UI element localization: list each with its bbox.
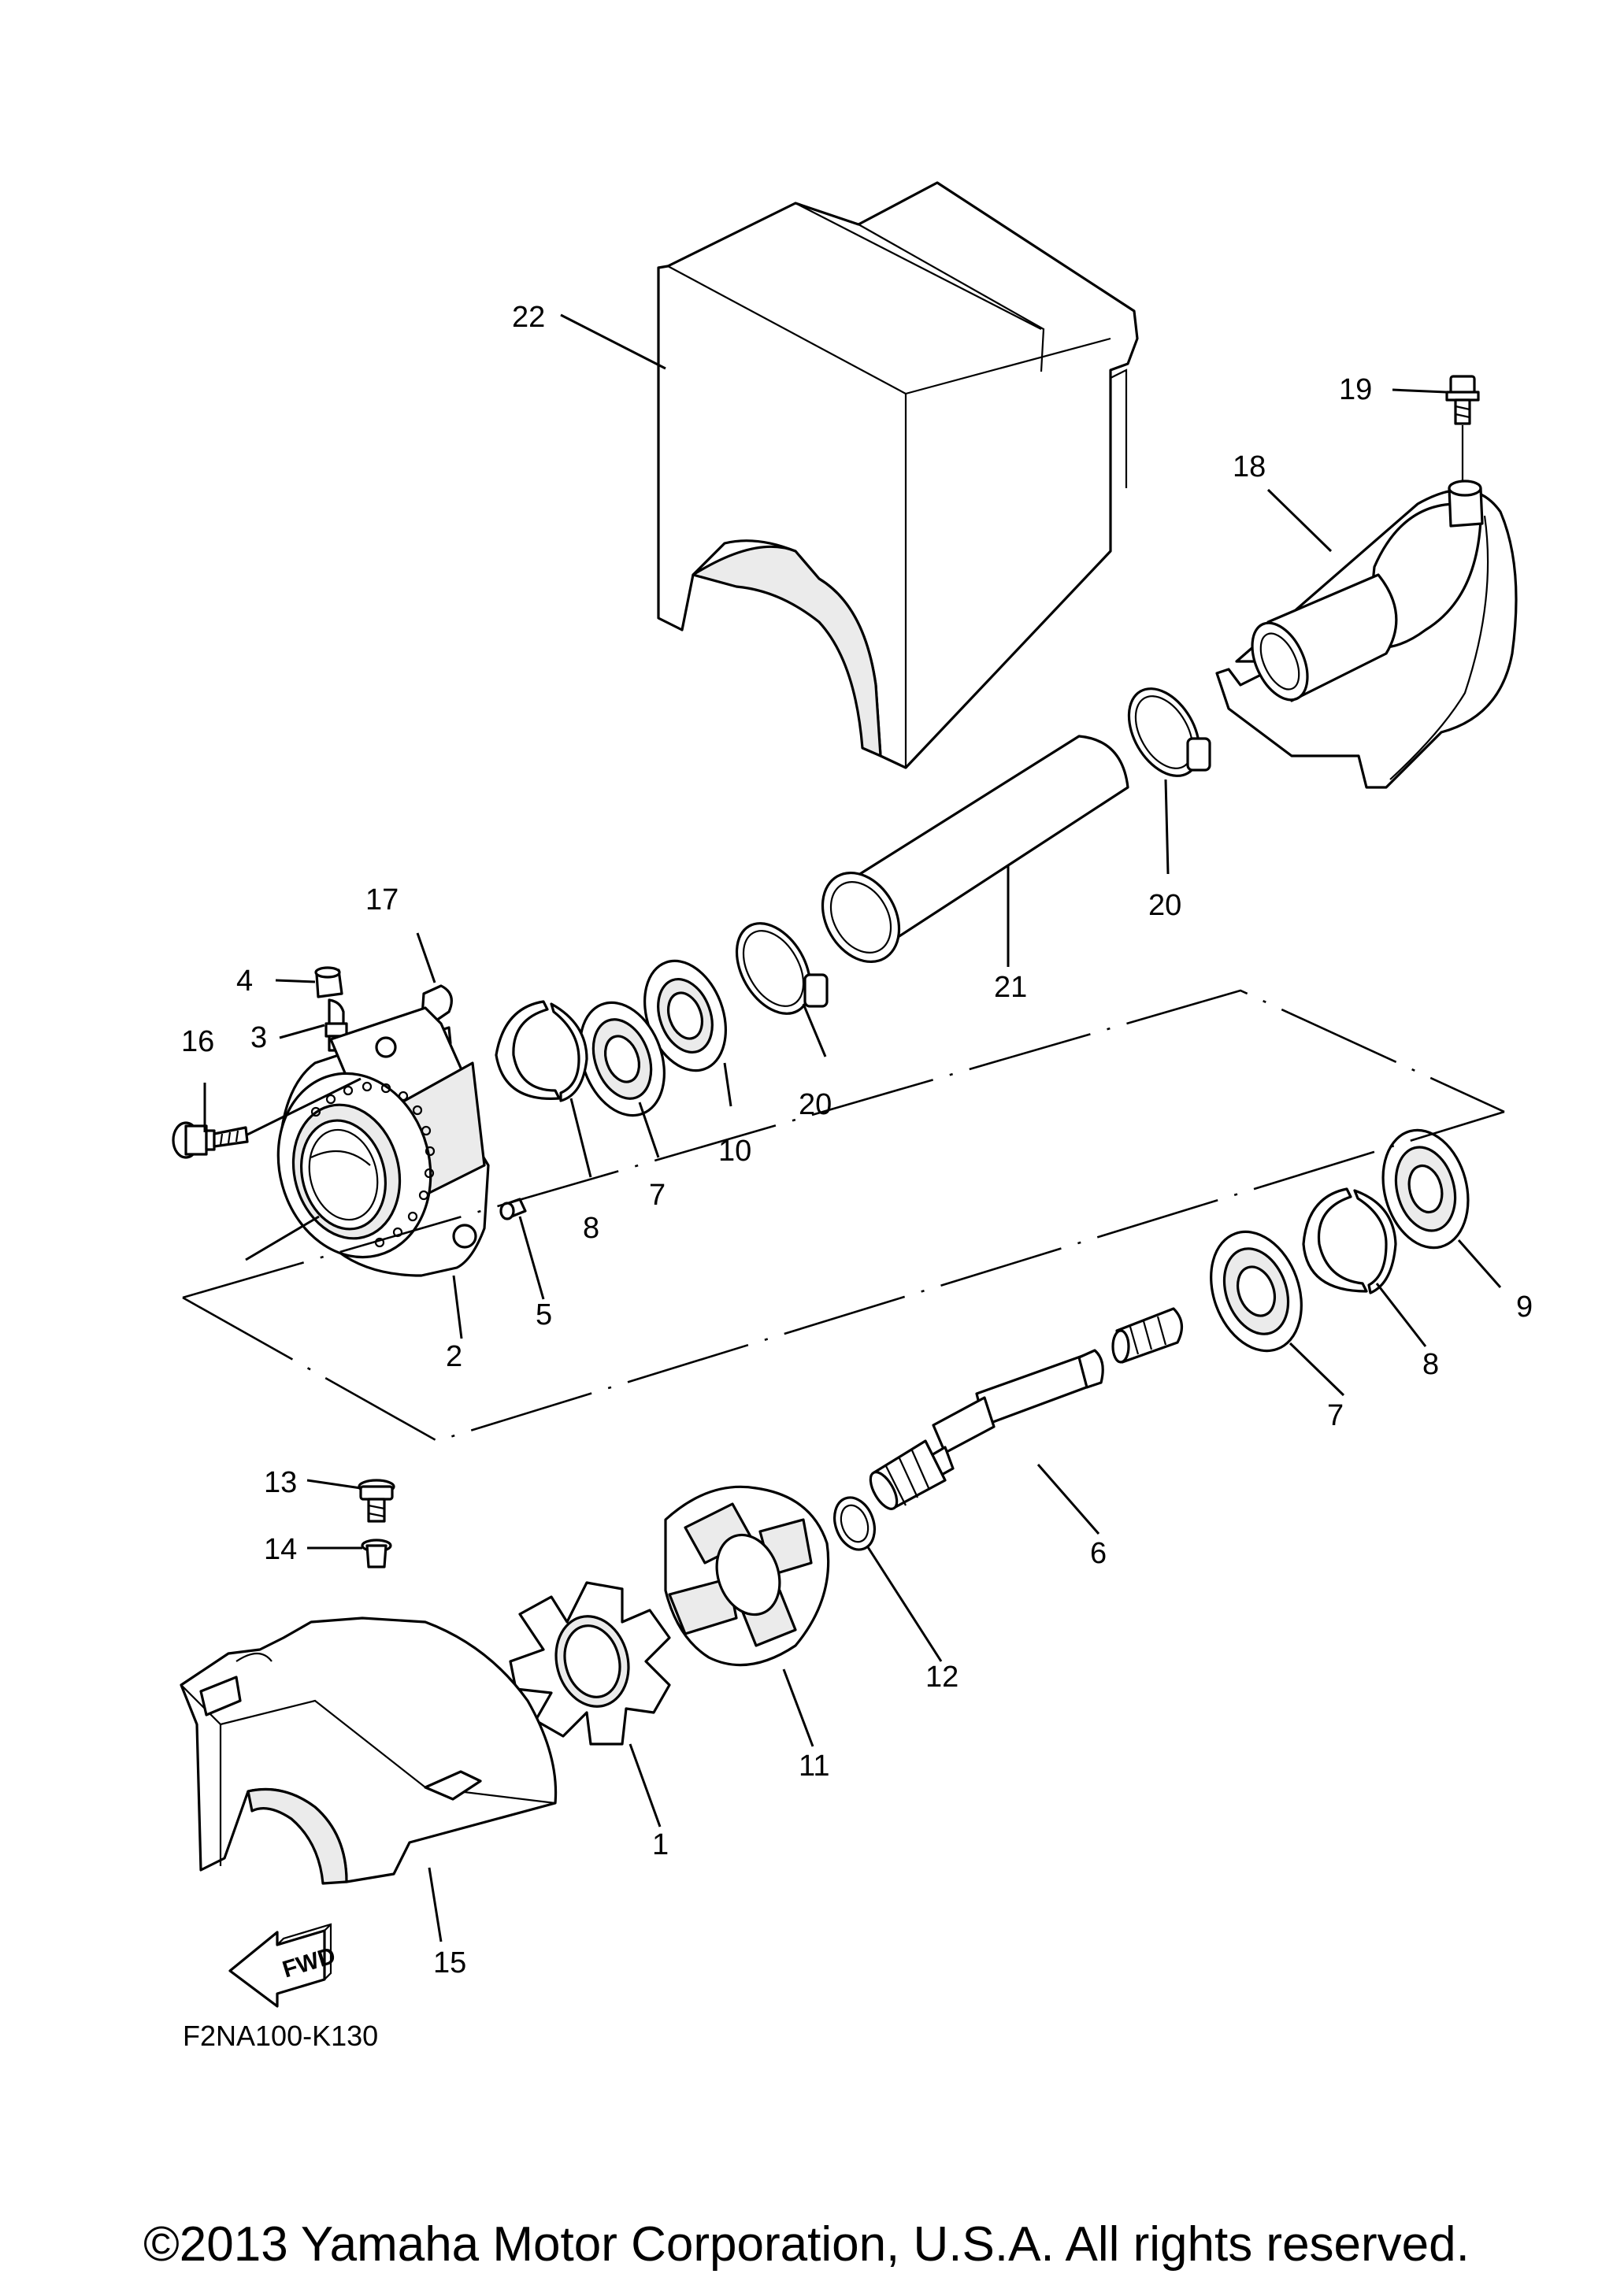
callout-4: 4 bbox=[236, 965, 253, 998]
callout-17: 17 bbox=[365, 883, 399, 917]
part-13-bolt bbox=[358, 1479, 395, 1523]
part-16-bolt bbox=[172, 1121, 249, 1159]
callout-1: 1 bbox=[652, 1828, 669, 1861]
callout-18: 18 bbox=[1233, 450, 1266, 483]
callout-2: 2 bbox=[446, 1340, 462, 1373]
callout-8-upper: 8 bbox=[583, 1212, 599, 1245]
part-11-coupling bbox=[664, 1485, 830, 1667]
callout-21: 21 bbox=[994, 971, 1027, 1004]
callout-20-upper: 20 bbox=[1148, 889, 1181, 922]
part-4-cap bbox=[314, 966, 343, 998]
callout-11: 11 bbox=[799, 1750, 829, 1783]
part-22-cover bbox=[657, 181, 1139, 769]
callout-8-lower: 8 bbox=[1422, 1348, 1439, 1381]
callout-7-lower: 7 bbox=[1327, 1399, 1344, 1432]
part-8-circlip-upper bbox=[495, 1000, 588, 1102]
alignment-lines bbox=[182, 989, 1505, 1442]
callout-20-lower: 20 bbox=[799, 1088, 832, 1121]
part-12-spacer bbox=[833, 1496, 876, 1551]
callouts: 22 19 18 20 21 20 17 4 3 16 10 7 8 5 2 9… bbox=[181, 301, 1533, 1979]
callout-6: 6 bbox=[1090, 1537, 1107, 1570]
callout-10: 10 bbox=[718, 1135, 751, 1168]
copyright-notice: ©2013 Yamaha Motor Corporation, U.S.A. A… bbox=[143, 2217, 1470, 2272]
callout-22: 22 bbox=[512, 301, 545, 334]
part-15-coupling-cover bbox=[180, 1616, 558, 1885]
fwd-arrow-icon: FWD bbox=[228, 1923, 339, 2008]
part-7-bearing-lower bbox=[1210, 1230, 1303, 1353]
part-18-nozzle bbox=[1215, 480, 1518, 789]
part-14-collar bbox=[361, 1539, 392, 1568]
callout-5: 5 bbox=[536, 1298, 552, 1331]
part-6-drive-shaft bbox=[869, 1307, 1183, 1510]
drawing-code: F2NA100-K130 bbox=[183, 2020, 378, 2052]
callout-7-upper: 7 bbox=[649, 1179, 666, 1212]
callout-15: 15 bbox=[433, 1946, 466, 1979]
leader-lines bbox=[203, 313, 1502, 1942]
part-8-circlip-lower bbox=[1302, 1187, 1397, 1294]
callout-3: 3 bbox=[250, 1021, 267, 1054]
callout-14: 14 bbox=[264, 1533, 297, 1566]
part-1-damper bbox=[509, 1581, 671, 1746]
part-21-hose bbox=[821, 735, 1129, 964]
part-10-oil-seal bbox=[643, 959, 727, 1072]
part-2-housing bbox=[276, 1006, 490, 1277]
callout-12: 12 bbox=[925, 1661, 959, 1694]
part-7-bearing-upper bbox=[579, 1001, 666, 1117]
part-20-clamp-lower bbox=[735, 922, 829, 1015]
callout-13: 13 bbox=[264, 1466, 297, 1499]
callout-16: 16 bbox=[181, 1025, 214, 1058]
callout-9: 9 bbox=[1516, 1291, 1533, 1324]
part-19-bolt bbox=[1445, 375, 1480, 482]
part-20-clamp-upper bbox=[1127, 687, 1211, 777]
callout-19: 19 bbox=[1339, 373, 1372, 406]
part-9-bearing bbox=[1381, 1128, 1470, 1250]
